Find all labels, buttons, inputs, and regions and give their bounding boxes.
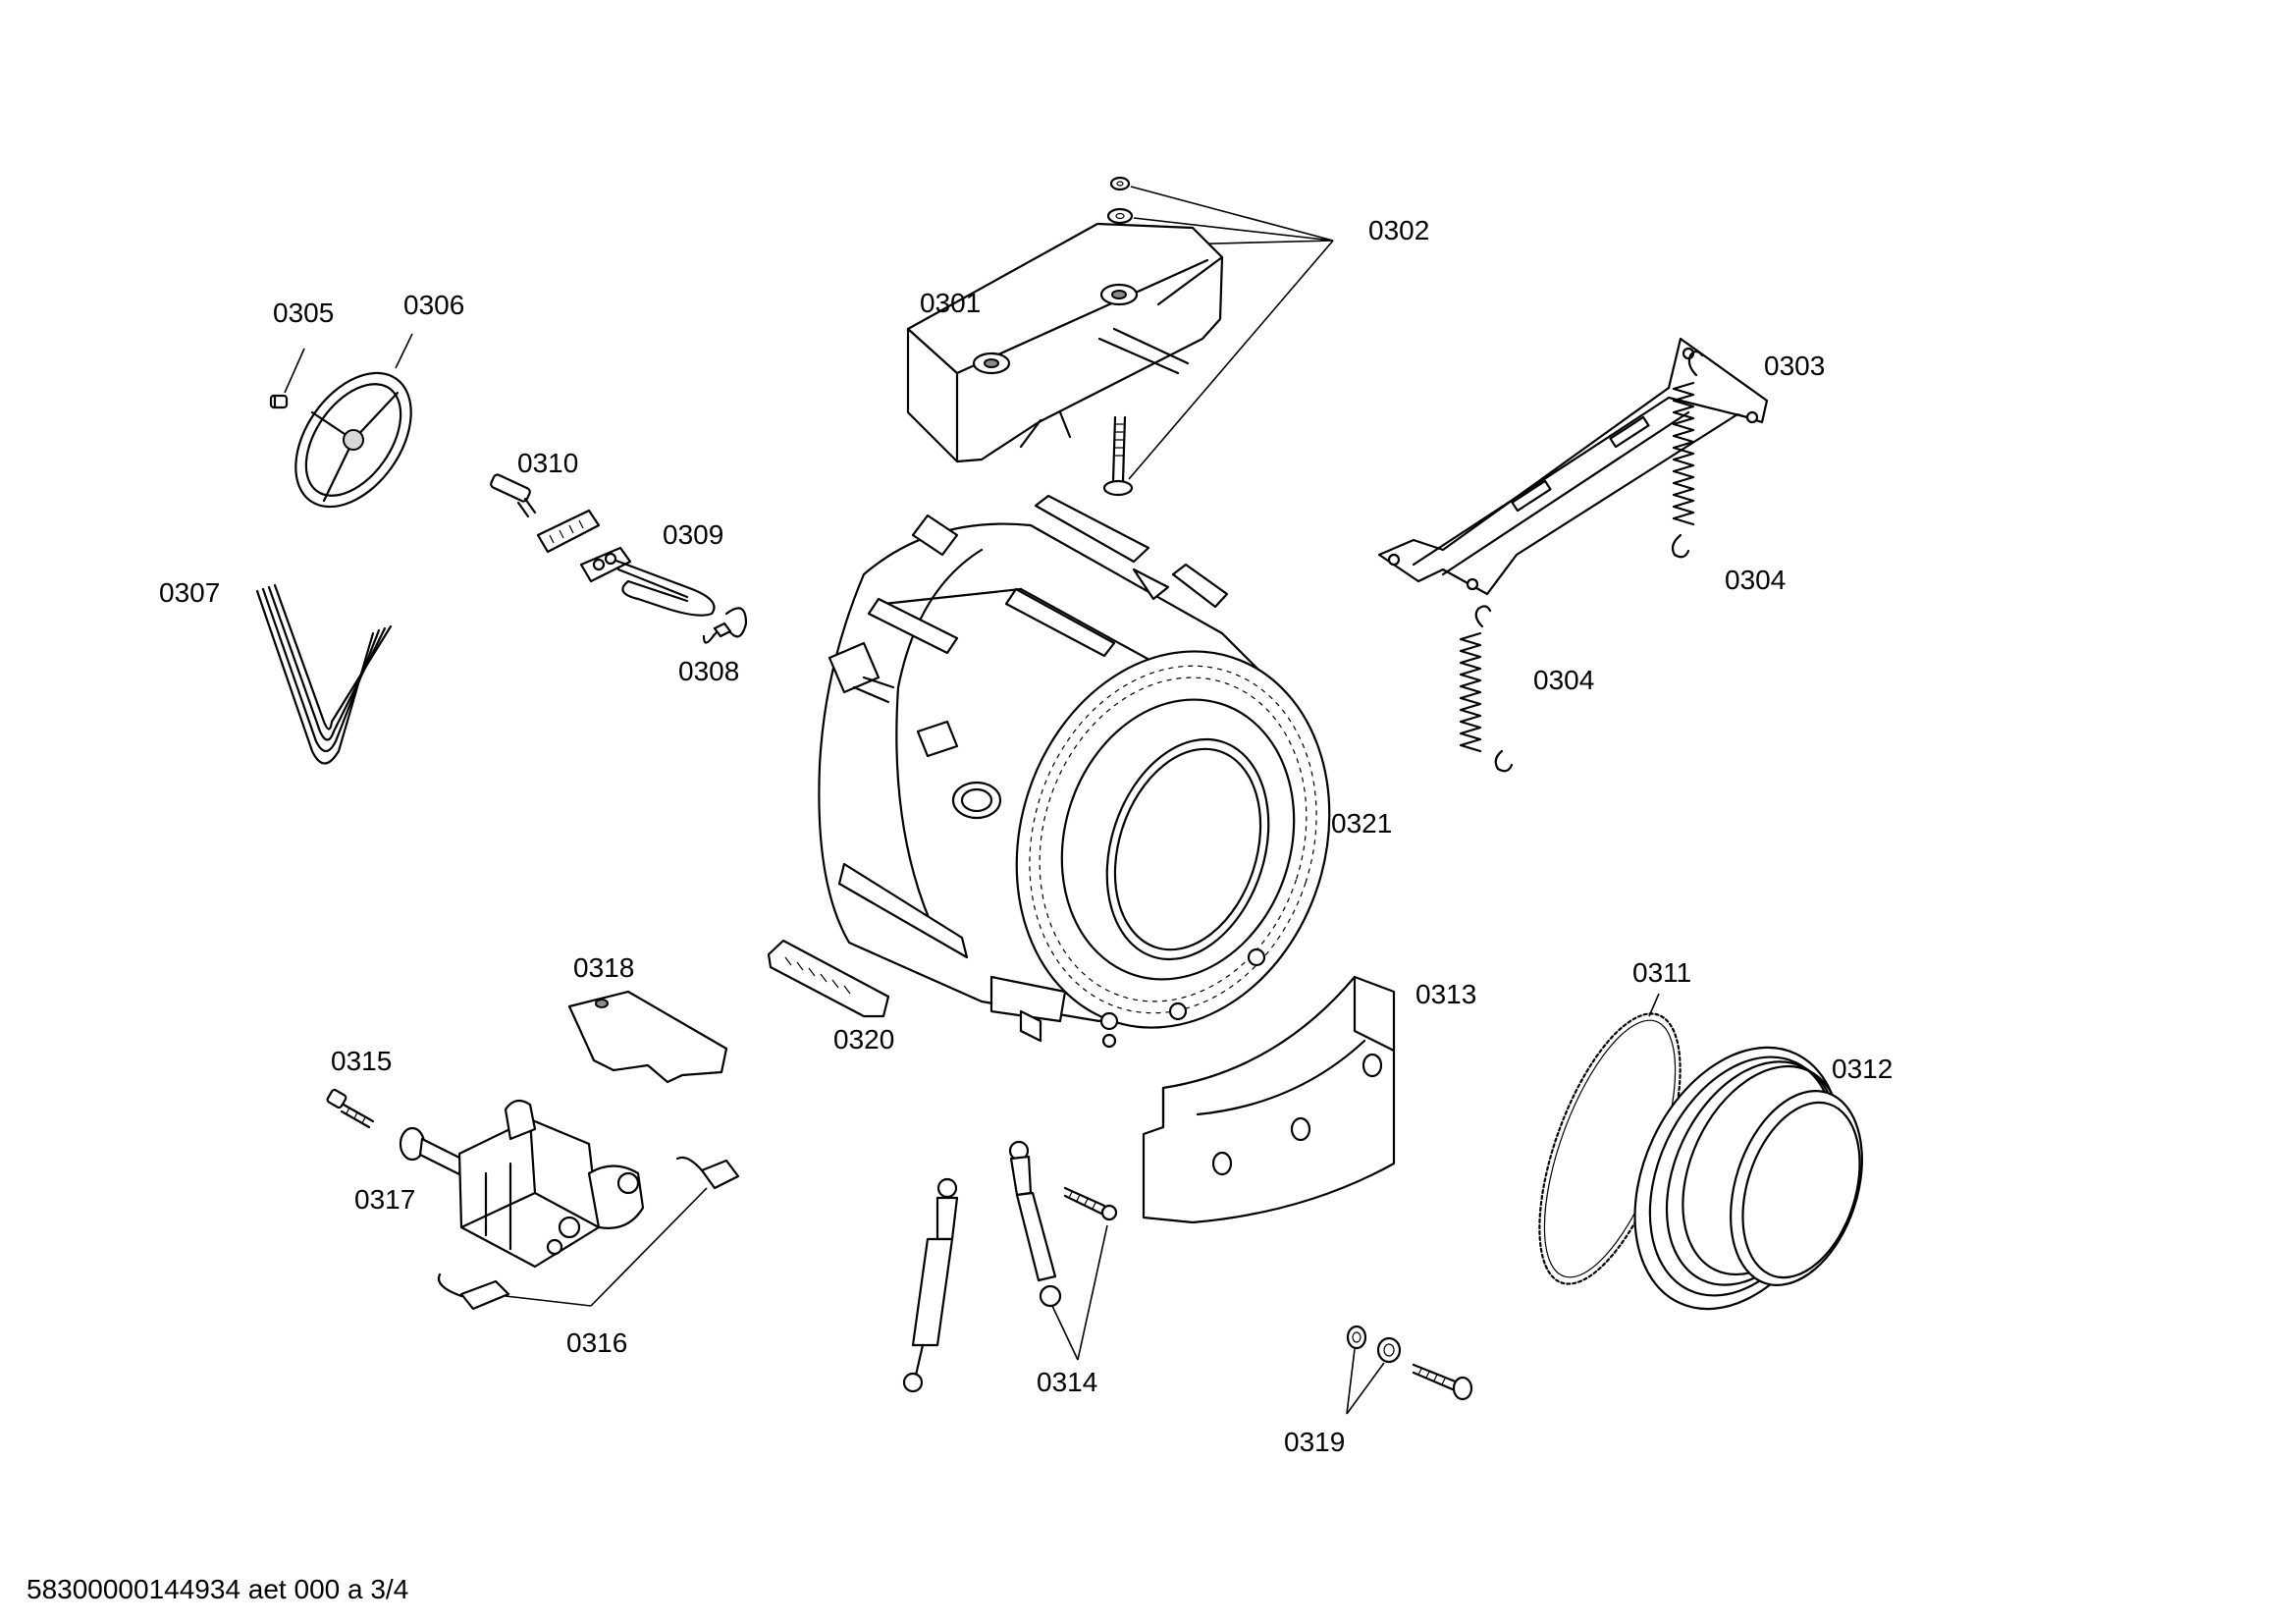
leader-0306 [395,333,413,369]
part-0303-bracket [1377,337,1769,596]
part-0304-spring-left [1459,605,1514,773]
label-0307: 0307 [159,577,220,608]
label-0314: 0314 [1037,1367,1097,1397]
label-0302: 0302 [1368,215,1429,245]
label-0321: 0321 [1331,808,1392,839]
part-0308-sensor-wire [702,607,748,644]
label-0317: 0317 [354,1184,415,1215]
leader-0319 [1346,1348,1385,1415]
part-0313-bottom-weight [1142,975,1396,1224]
leader-0316 [505,1187,708,1307]
label-0319: 0319 [1284,1427,1345,1457]
leader-0305 [284,348,305,394]
label-0309: 0309 [663,519,723,550]
part-0318-shield [567,990,728,1084]
leader-0314 [1051,1224,1108,1361]
leader-0311 [1648,993,1660,1017]
label-0320: 0320 [833,1024,894,1055]
part-0301-top-weight [906,222,1224,463]
part-0314-shock-absorber-left [902,1177,959,1393]
label-0311: 0311 [1632,957,1691,988]
part-0315-bolt [326,1088,375,1129]
label-0318: 0318 [573,952,634,983]
label-0301: 0301 [920,288,981,318]
part-0310-sensor [490,473,601,554]
label-0305: 0305 [273,298,334,328]
label-0310: 0310 [517,448,578,478]
part-0312-door-gasket [1633,1046,1863,1311]
label-0308: 0308 [678,656,739,686]
label-0306: 0306 [403,290,464,320]
label-0316: 0316 [566,1327,627,1358]
part-0304-spring-right [1671,350,1704,559]
part-0321-tub [818,494,1331,1049]
part-0306-pulley [294,371,412,509]
part-0317-motor [399,1099,645,1269]
part-0314-screw [1063,1186,1118,1221]
part-0319-hardware [1346,1325,1473,1401]
label-0313: 0313 [1415,979,1476,1009]
document-id-footer: 58300000144934 aet 000 a 3/4 [27,1574,408,1604]
label-0315: 0315 [331,1046,392,1076]
label-0304: 0304 [1725,565,1786,595]
part-0316-connectors [437,1156,740,1311]
part-0309-heater [579,546,716,617]
label-0304: 0304 [1533,665,1594,695]
part-0320-filter [767,939,890,1018]
part-0307-belt [255,583,393,765]
part-0305-screw [269,394,289,409]
part-0314-shock-absorber-right [1008,1140,1062,1308]
label-0303: 0303 [1764,351,1825,381]
label-0312: 0312 [1832,1054,1893,1084]
